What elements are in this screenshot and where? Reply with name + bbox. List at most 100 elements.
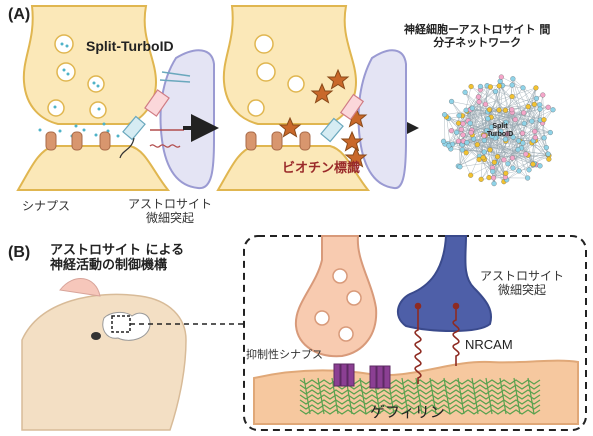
gephyrin-crosslink: [457, 377, 465, 415]
network-node: [543, 145, 549, 151]
gephyrin-crosslink: [499, 377, 507, 415]
network-node: [474, 142, 480, 148]
network-node: [496, 83, 502, 89]
network-node: [521, 110, 527, 116]
network-node: [540, 92, 546, 98]
nrcam-proteins: [414, 302, 460, 384]
network-node: [533, 85, 539, 91]
network-node: [449, 98, 455, 105]
network-edge: [496, 119, 545, 138]
network-node: [463, 150, 469, 156]
network-edge: [525, 98, 537, 155]
gephyrin-label: ゲフィリン: [370, 403, 445, 421]
network-node: [462, 89, 468, 95]
network-edge: [472, 108, 516, 120]
network-node: [502, 136, 509, 142]
astrocyte-process-label-b: アストロサイト 微細突起: [480, 269, 564, 298]
network-node: [481, 137, 487, 143]
presynaptic-terminal-2: [222, 5, 358, 125]
network-edge: [501, 76, 520, 171]
network-node: [486, 175, 492, 181]
panel-b-label: (B): [8, 244, 31, 261]
postsynaptic-terminal-1: [16, 145, 171, 191]
network-edge: [505, 139, 547, 148]
network-node: [520, 85, 526, 91]
mouse-illustration: [21, 278, 244, 431]
network-node: [477, 83, 484, 90]
network-node: [455, 138, 462, 144]
network-edge: [451, 107, 549, 131]
network-edge: [470, 108, 507, 180]
network-edge: [495, 91, 513, 159]
network-node: [485, 116, 491, 122]
network-edge: [494, 98, 537, 163]
network-node: [487, 147, 493, 153]
network-edge: [451, 130, 493, 172]
network-node: [523, 151, 529, 157]
network-edge: [522, 87, 549, 155]
biotin-label: ビオチン標識: [282, 161, 361, 176]
astrocyte-process-1: [159, 49, 215, 190]
network-node: [525, 104, 531, 110]
network-node: [478, 176, 484, 182]
gephyrin-strand: [299, 384, 541, 390]
network-node: [468, 172, 474, 178]
network-node: [496, 107, 502, 113]
presynaptic-bouton: [294, 235, 378, 358]
network-node: [504, 131, 510, 137]
astrocyte-process-label-a: アストロサイト 微細突起: [128, 197, 212, 226]
network-node: [501, 157, 507, 163]
gephyrin-crosslink: [443, 377, 451, 415]
network-node: [531, 101, 537, 107]
network-node: [545, 151, 551, 157]
network-node: [475, 94, 482, 100]
astrocyte-process-3: [396, 235, 492, 332]
network-edge: [484, 122, 506, 137]
network-edge: [444, 109, 512, 145]
network-node: [440, 138, 447, 144]
network-edge: [487, 84, 513, 112]
network-edge: [484, 136, 493, 160]
network-node: [490, 169, 496, 175]
network-title: 神経細胞ーアストロサイト 間 分子ネットワーク: [404, 23, 550, 49]
network-edge: [493, 119, 516, 178]
network-edge: [524, 123, 551, 133]
network-node: [537, 102, 543, 108]
network-edge: [488, 165, 541, 178]
network-edge: [458, 110, 490, 124]
synapse-1: [16, 5, 215, 191]
network-edge: [484, 135, 535, 164]
gephyrin-strand: [299, 389, 541, 395]
network-node: [455, 120, 462, 126]
network-center-label: TurboID: [487, 131, 513, 138]
network-node: [497, 78, 503, 84]
biotin-stars: [278, 68, 368, 168]
panel-b-title-line1: アストロサイト による: [50, 243, 185, 258]
network-node: [526, 167, 532, 173]
network-edge: [522, 131, 535, 144]
network-edge: [534, 131, 551, 133]
network-node: [490, 175, 497, 181]
inhibitory-synapse-label: 抑制性シナプス: [246, 348, 323, 361]
astrocyte-label-b-line2: 微細突起: [498, 282, 547, 297]
network-node: [469, 105, 475, 111]
astrocyte-label-a-line2: 微細突起: [146, 210, 195, 225]
network-node: [515, 147, 521, 153]
receptors-2: [245, 131, 311, 151]
network-edge: [511, 96, 550, 156]
synaptic-vesicles-2: [247, 34, 305, 117]
network-node: [457, 164, 463, 170]
network-node: [464, 139, 470, 146]
network-node: [481, 133, 487, 139]
network-node: [532, 134, 538, 141]
network-node: [492, 89, 499, 95]
network-node: [463, 107, 469, 113]
network-node: [530, 161, 536, 167]
gephyrin-crosslink: [317, 377, 325, 415]
network-node: [541, 135, 547, 141]
network-edge: [448, 94, 543, 147]
network-edge: [505, 122, 536, 138]
network-node: [498, 128, 504, 134]
network-node: [550, 107, 556, 113]
network-node: [502, 107, 508, 113]
